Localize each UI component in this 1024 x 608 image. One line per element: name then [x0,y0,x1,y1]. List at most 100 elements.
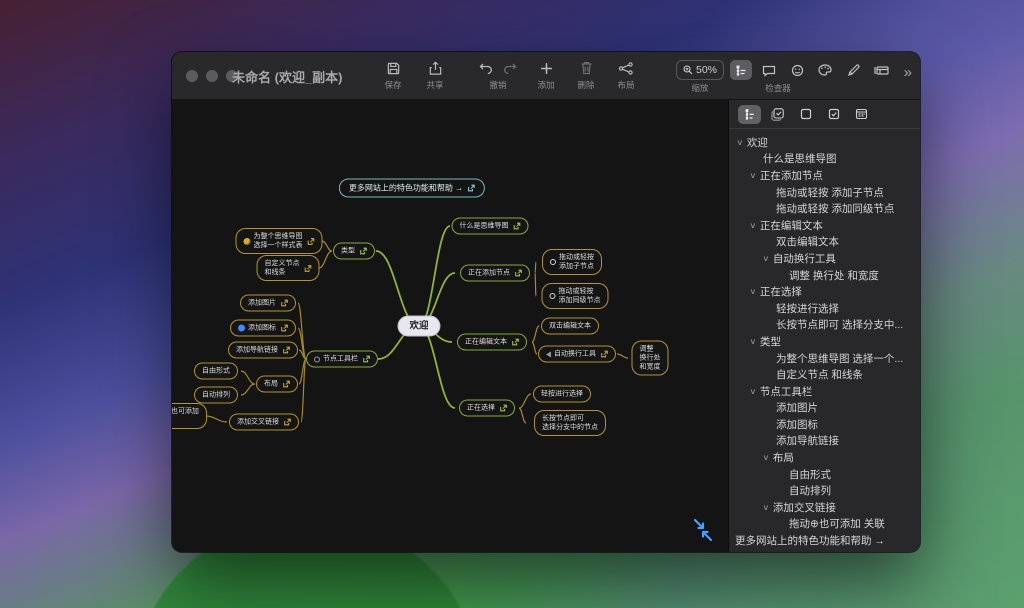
external-link-icon[interactable] [284,418,291,426]
chevron-down-icon[interactable]: ∨ [762,453,770,463]
tab-checkbox-icon[interactable] [822,105,845,124]
mindmap-node-root[interactable]: 欢迎 [397,315,441,337]
mindmap-node-custom[interactable]: 自定义节点和线条 [256,255,320,281]
chevron-down-icon[interactable]: ∨ [749,386,757,396]
zoom-control[interactable]: 50% [676,60,724,80]
save-button[interactable]: 保存 [371,58,415,91]
outline-row[interactable]: ∨布局 [735,449,916,466]
mindmap-node-editing[interactable]: 正在编辑文本 [457,333,527,351]
external-link-icon[interactable] [512,338,519,346]
toolbar-overflow-chevron[interactable]: » [903,64,912,81]
mindmap-node-nav[interactable]: 添加导航链接 [228,341,298,359]
outline-panel-button[interactable] [730,60,752,80]
outline-row[interactable]: ∨正在编辑文本 [735,217,916,234]
external-link-icon[interactable] [500,404,507,412]
outline-row[interactable]: ∨正在选择 [735,283,916,300]
mindmap-node-dbl[interactable]: 双击编辑文本 [541,317,599,335]
external-link-icon[interactable] [281,299,288,307]
mindmap-node-style[interactable]: 为整个思维导图选择一个样式表 [235,228,323,254]
mindmap-node-cross[interactable]: 添加交叉链接 [229,413,299,431]
outline-row[interactable]: 什么是思维导图 [735,151,916,168]
outline-row[interactable]: 添加图标 [735,416,916,433]
chevron-down-icon[interactable]: ∨ [749,287,757,297]
outline-row[interactable]: ∨添加交叉链接 [735,499,916,516]
outline-row[interactable]: ∨类型 [735,333,916,350]
tab-tasks-icon[interactable] [766,105,789,124]
outline-row[interactable]: 调整 换行处 和宽度 [735,267,916,284]
mindmap-node-type[interactable]: 类型 [333,242,375,260]
mindmap-node-tap[interactable]: 轻按进行选择 [533,385,591,403]
outline-row[interactable]: 自动排列 [735,482,916,499]
mindmap-node-layout[interactable]: 布局 [256,375,298,393]
outline-row[interactable]: 为整个思维导图 选择一个... [735,350,916,367]
mindmap-node-long[interactable]: 长按节点即可选择分支中的节点 [534,410,606,436]
mindmap-node-addsib[interactable]: 拖动或轻按添加同级节点 [541,283,609,309]
outline-link-row[interactable]: 更多网站上的特色功能和帮助 → [735,532,916,549]
layout-button[interactable]: 布局 [604,58,648,91]
outline-row[interactable]: ∨自动换行工具 [735,250,916,267]
mindmap-node-addchild[interactable]: 拖动或轻按添加子节点 [542,249,602,275]
outline-row[interactable]: ∨节点工具栏 [735,383,916,400]
outline-row[interactable]: 拖动或轻按 添加子节点 [735,184,916,201]
outline-row[interactable]: 长按节点即可 选择分支中... [735,317,916,334]
share-button[interactable]: 共享 [413,58,457,91]
external-link-icon[interactable] [283,380,290,388]
mindmap-node-img[interactable]: 添加图片 [240,294,296,312]
mindmap-node-auto[interactable]: 自动排列 [194,386,238,404]
external-link-icon[interactable] [363,355,370,363]
external-link-icon[interactable] [304,264,312,272]
outline-row[interactable]: 添加导航链接 [735,433,916,450]
chevron-down-icon[interactable]: ∨ [749,220,757,230]
outline-row[interactable]: 拖动⊕也可添加 关联 [735,516,916,533]
inspector-panel-button[interactable] [870,60,892,80]
outline-row[interactable]: 自定义节点 和线条 [735,366,916,383]
tab-node-icon[interactable] [794,105,817,124]
external-link-icon[interactable] [515,269,522,277]
outline-row[interactable]: 添加图片 [735,400,916,417]
minimize-button[interactable] [206,70,218,82]
tab-calendar-icon[interactable] [850,105,873,124]
outline-row[interactable]: 轻按进行选择 [735,300,916,317]
fullscreen-button[interactable] [226,70,238,82]
outline-row[interactable]: 自由形式 [735,466,916,483]
comment-button[interactable] [758,60,780,80]
outline-row[interactable]: ∨正在添加节点 [735,167,916,184]
external-link-icon[interactable] [468,184,475,192]
external-link-icon[interactable] [360,247,367,255]
mindmap-node-what[interactable]: 什么是思维导图 [451,217,529,235]
sticker-button[interactable] [786,60,808,80]
mindmap-canvas[interactable]: 更多网站上的特色功能和帮助 → 欢迎 什么是思维导图类型为整个思维导图选择一个样式表… [172,100,728,552]
palette-button[interactable] [814,60,836,80]
external-link-icon[interactable] [513,222,521,230]
delete-button[interactable]: 删除 [564,58,608,91]
mindmap-node-adjust[interactable]: 调整换行处和宽度 [631,340,669,376]
node-label: 轻按进行选择 [541,390,583,398]
chevron-down-icon[interactable]: ∨ [749,170,757,180]
mindmap-node-icon[interactable]: 添加图标 [230,319,296,337]
mindmap-node-banner[interactable]: 更多网站上的特色功能和帮助 → [338,178,486,198]
bullet-ring-icon [549,293,556,299]
mindmap-node-free[interactable]: 自由形式 [194,362,238,380]
add-button[interactable]: 添加 [524,58,568,91]
external-link-icon[interactable] [281,324,288,332]
outline-row[interactable]: ∨欢迎 [735,134,916,151]
external-link-icon[interactable] [307,237,315,245]
chevron-down-icon[interactable]: ∨ [762,253,770,263]
tab-outline-icon[interactable] [738,104,761,124]
chevron-down-icon[interactable]: ∨ [749,336,757,346]
external-link-icon[interactable] [601,350,608,358]
mindmap-node-nodetb[interactable]: 节点工具栏 [306,350,378,368]
zoom-to-fit-button[interactable] [692,518,714,542]
external-link-icon[interactable] [283,346,290,354]
chevron-down-icon[interactable]: ∨ [736,137,744,147]
outline-row[interactable]: 拖动或轻按 添加同级节点 [735,200,916,217]
close-button[interactable] [186,70,198,82]
pen-button[interactable] [842,60,864,80]
outline-row[interactable]: 双击编辑文本 [735,234,916,251]
mindmap-node-selecting[interactable]: 正在选择 [459,399,515,417]
undo-redo-group[interactable]: 撤销 [468,58,528,91]
mindmap-node-wrap[interactable]: 自动换行工具 [538,345,616,363]
chevron-down-icon[interactable]: ∨ [762,502,770,512]
mindmap-node-adding[interactable]: 正在添加节点 [460,264,530,282]
